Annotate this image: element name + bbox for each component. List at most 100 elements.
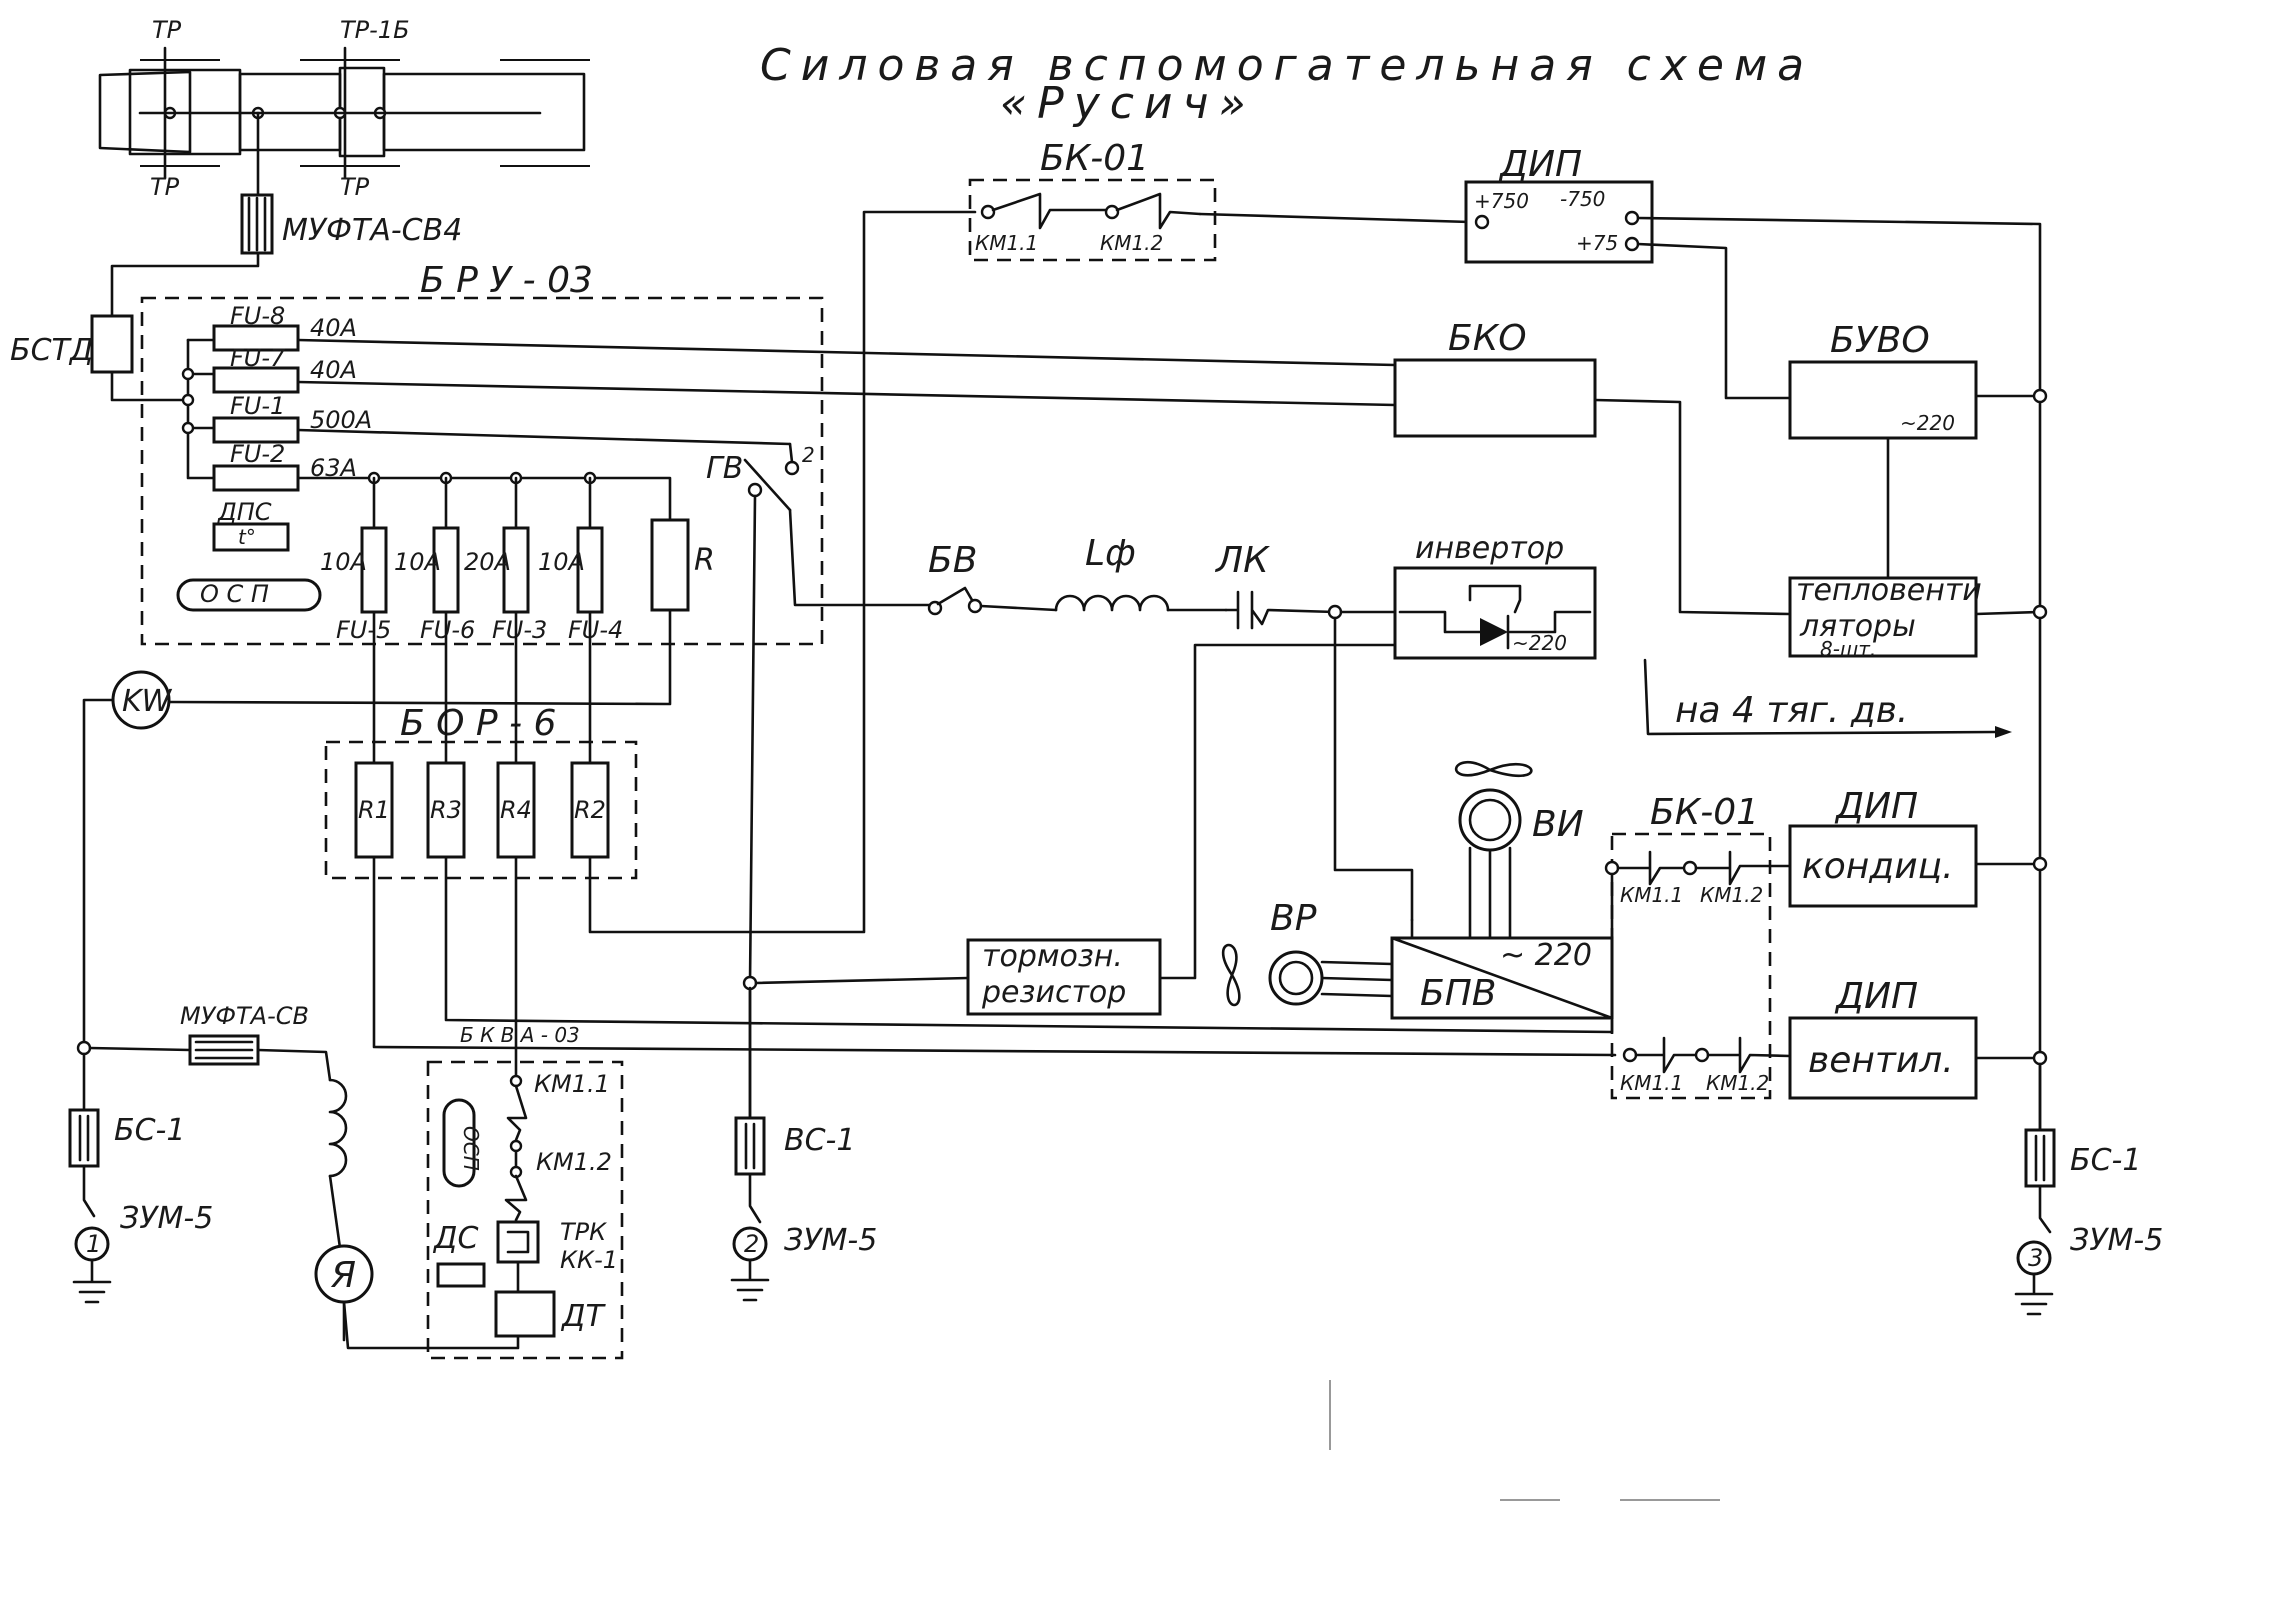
coupling-sv-label: МУФТА-СВ xyxy=(180,1002,309,1030)
fu7-rating: 40А xyxy=(310,356,357,384)
trk-relay xyxy=(496,1220,540,1264)
buvo-block xyxy=(1788,360,1978,440)
dip-vent-title: ДИП xyxy=(1834,976,1918,1017)
ground-mid-icon xyxy=(730,1258,770,1302)
zum-right-label: ЗУМ-5 xyxy=(2070,1223,2163,1258)
tr-label-top-right: ТР-1Б xyxy=(340,16,410,44)
resistor-r1 xyxy=(354,761,394,859)
kk1-label: КК-1 xyxy=(560,1246,618,1274)
osp-vertical-label: ОСП xyxy=(459,1126,483,1171)
bor-6-label: Б О Р - 6 xyxy=(400,703,556,744)
tr-label-bottom-right: ТР xyxy=(340,173,370,201)
fu1-rating: 500А xyxy=(310,406,372,434)
dps-label: ДПС xyxy=(217,498,272,526)
r4-label: R4 xyxy=(500,796,532,824)
fu1-label: FU-1 xyxy=(230,392,285,420)
resistor-r xyxy=(650,518,690,612)
vr-motor xyxy=(1268,950,1324,1006)
ds-label: ДС xyxy=(432,1221,478,1256)
bko-label: БКО xyxy=(1448,318,1527,359)
trk-label: ТРК xyxy=(560,1218,607,1246)
fuse-fu1 xyxy=(212,416,300,444)
r3-label: R3 xyxy=(430,796,462,824)
bk-01-right-frame xyxy=(1610,832,1772,1100)
bs1-mid-label: ВС-1 xyxy=(784,1123,855,1158)
bv-label: БВ xyxy=(928,540,977,581)
fuse-fu4 xyxy=(576,526,604,614)
ground-left-icon xyxy=(72,1258,112,1304)
dip-vent-block xyxy=(1788,1016,1978,1100)
diagram-title: Силовая вспомогательная схема xyxy=(760,40,1814,91)
km11-r2-label: КМ1.1 xyxy=(1620,1071,1683,1095)
lk-label: ЛК xyxy=(1214,540,1270,581)
fu2-label: FU-2 xyxy=(230,440,285,468)
heater-fans-label-2: ляторы xyxy=(1799,609,1916,644)
r2-label: R2 xyxy=(574,796,606,824)
shaft-assembly: ТР ТР-1Б ТР ТР xyxy=(98,16,590,201)
zum-right-number: 3 xyxy=(2028,1244,2043,1272)
fu5-label: FU-5 xyxy=(336,616,391,644)
bor-6-frame xyxy=(324,740,638,880)
ground-right-icon xyxy=(2014,1272,2054,1316)
dip-top-label: ДИП xyxy=(1498,144,1582,185)
zum-left-label: ЗУМ-5 xyxy=(120,1201,213,1236)
vi-fan-icon xyxy=(1454,760,1533,778)
bstd-label: БСТД xyxy=(10,333,93,368)
fu3-label: FU-3 xyxy=(492,616,547,644)
gv-contact-2: 2 xyxy=(802,443,815,467)
vi-label: ВИ xyxy=(1532,804,1584,845)
heater-fans-label-1: тепловенти xyxy=(1796,573,1982,608)
dps-sensor xyxy=(212,522,290,552)
tr-label-bottom-left: ТР xyxy=(150,173,180,201)
km12-top-label: КМ1.2 xyxy=(1100,231,1163,255)
bk-01-top-label: БК-01 xyxy=(1040,138,1149,179)
resistor-r3 xyxy=(426,761,466,859)
brake-resistor-label-1: тормозн. xyxy=(982,939,1123,974)
bs1-mid xyxy=(734,1116,766,1176)
bkva-03-frame xyxy=(426,1060,624,1360)
osp-vertical xyxy=(442,1098,476,1188)
r1-label: R1 xyxy=(358,796,390,824)
buvo-label: БУВО xyxy=(1830,320,1930,361)
contact-lk xyxy=(1224,590,1337,630)
fu6-label: FU-6 xyxy=(420,616,475,644)
dip-conditioner-title: ДИП xyxy=(1834,786,1918,827)
fu4-rating: 10А xyxy=(538,548,585,576)
bru-03-label: Б Р У - 03 xyxy=(420,260,593,301)
vr-label: ВР xyxy=(1270,898,1317,939)
heater-fans-count: 8-шт. xyxy=(1820,637,1876,661)
dip-conditioner-block xyxy=(1788,824,1978,908)
resistor-r4 xyxy=(496,761,536,859)
brake-resistor-label-2: резистор xyxy=(981,975,1126,1010)
brake-resistor-block xyxy=(966,938,1162,1016)
inductor-lf xyxy=(1054,594,1170,612)
bstd-block xyxy=(90,314,134,374)
zum-mid-number: 2 xyxy=(744,1230,759,1258)
fu4-label: FU-4 xyxy=(568,616,623,644)
bs1-left xyxy=(68,1108,100,1168)
osp-label: О С П xyxy=(200,580,269,608)
motor-field-coil xyxy=(328,1078,348,1178)
fu8-label: FU-8 xyxy=(230,302,285,330)
vr-fan-icon xyxy=(1221,943,1241,1007)
tr-label-top-left: ТР xyxy=(152,16,182,44)
traction-motors-label: на 4 тяг. дв. xyxy=(1675,690,1908,731)
zum-left-number: 1 xyxy=(86,1230,101,1258)
bpv-label: БПВ xyxy=(1420,973,1496,1014)
diagram-subtitle: «Русич» xyxy=(1000,78,1256,129)
heater-fans-block xyxy=(1788,576,1978,658)
dip-p750: +750 xyxy=(1474,189,1529,213)
vent-label: вентил. xyxy=(1808,1040,1954,1081)
km11-r1-label: КМ1.1 xyxy=(1620,883,1683,907)
motor-ya-label: Я xyxy=(330,1255,356,1296)
km12-r1-label: КМ1.2 xyxy=(1700,883,1763,907)
lf-label: Lф xyxy=(1085,533,1136,574)
dt-label: ДТ xyxy=(560,1299,606,1334)
km12-b-label: КМ1.2 xyxy=(536,1148,612,1176)
buvo-220: ~220 xyxy=(1900,411,1955,435)
bs1-right xyxy=(2024,1128,2056,1188)
dt-relay xyxy=(494,1290,556,1338)
dip-p75: +75 xyxy=(1576,231,1618,255)
bk-01-top-frame xyxy=(968,178,1217,262)
